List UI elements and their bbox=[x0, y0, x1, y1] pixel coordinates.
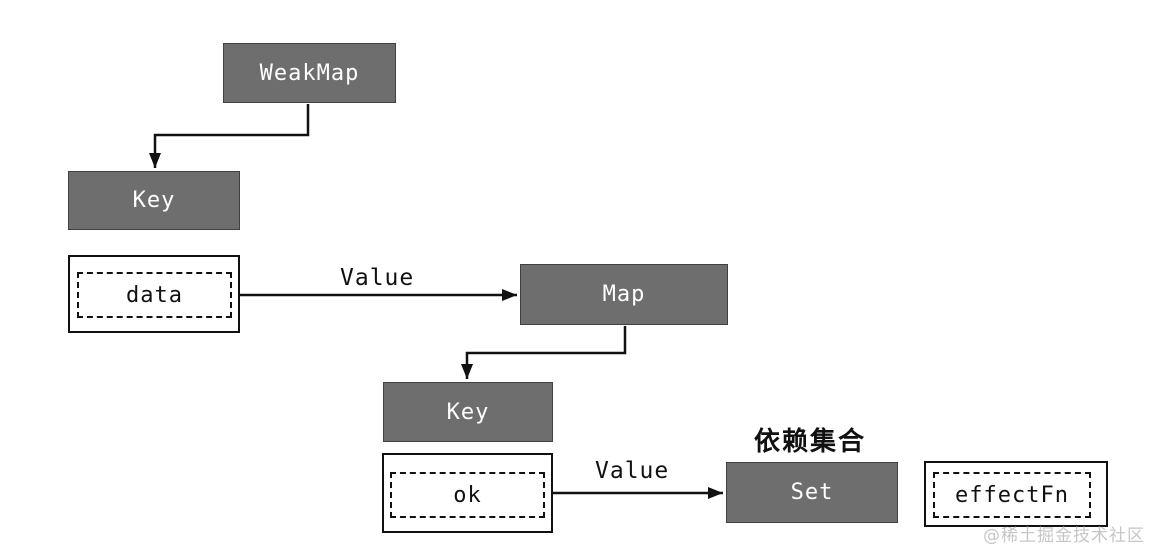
node-set-label: Set bbox=[790, 480, 834, 505]
node-weakmap-label: WeakMap bbox=[259, 60, 360, 86]
arrow-weakmap-to-key bbox=[149, 104, 310, 168]
node-key-inner: Key bbox=[383, 382, 553, 442]
node-effectfn-label: effectFn bbox=[955, 482, 1069, 508]
node-key-outer-label: Key bbox=[132, 188, 176, 213]
node-data: data bbox=[68, 255, 240, 333]
node-data-label: data bbox=[126, 282, 183, 308]
node-map-label: Map bbox=[602, 282, 646, 307]
node-ok-label: ok bbox=[453, 482, 482, 508]
watermark: @稀土掘金技术社区 bbox=[983, 526, 1145, 546]
node-effectfn: effectFn bbox=[924, 461, 1108, 527]
node-set: Set bbox=[726, 462, 898, 523]
node-ok: ok bbox=[382, 453, 553, 533]
node-map: Map bbox=[520, 264, 728, 325]
node-weakmap: WeakMap bbox=[223, 43, 396, 103]
node-effectfn-dashed-frame: effectFn bbox=[933, 472, 1091, 518]
node-key-inner-label: Key bbox=[446, 399, 490, 425]
edge-label-value-top: Value bbox=[340, 265, 415, 291]
edge-label-value-bottom: Value bbox=[595, 458, 670, 484]
node-data-dashed-frame: data bbox=[77, 272, 232, 318]
dependency-set-label: 依赖集合 bbox=[754, 427, 867, 457]
node-key-outer: Key bbox=[68, 171, 240, 230]
node-ok-dashed-frame: ok bbox=[390, 472, 545, 518]
arrow-map-to-key bbox=[461, 326, 627, 379]
